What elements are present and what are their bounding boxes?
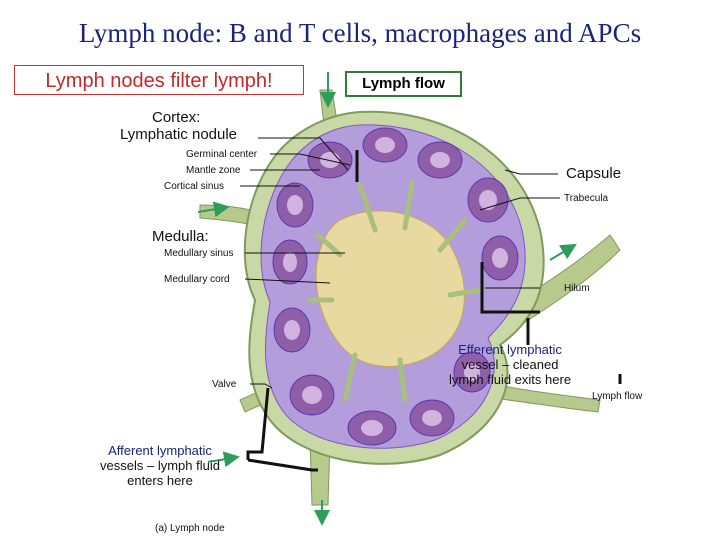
efferent-line-2: vessel – cleaned [461,357,559,372]
label-medullary-sinus: Medullary sinus [164,248,234,259]
afferent-line-2: vessels – lymph fluid [100,458,220,473]
figure-caption: (a) Lymph node [155,523,225,534]
label-efferent-vessel: Efferent lymphatic vessel – cleaned lymp… [420,342,600,387]
bracket-lines [246,150,622,472]
afferent-line-3: enters here [127,473,193,488]
label-valve: Valve [212,379,237,390]
label-mantle-zone: Mantle zone [186,165,241,176]
label-capsule: Capsule [566,165,622,182]
efferent-line-3: lymph fluid exits here [448,372,572,387]
lymph-flow-arrows [197,72,577,526]
label-medulla: Medulla: [152,228,209,245]
efferent-line-1: Efferent lymphatic [458,342,562,357]
germinal-centers [283,137,508,436]
label-lymphatic-nodule: Lymphatic nodule [120,126,238,143]
label-germinal-center: Germinal center [186,149,258,160]
label-cortex: Cortex: [152,109,201,126]
afferent-line-1: Afferent lymphatic [108,443,212,458]
label-medullary-cord: Medullary cord [164,274,230,285]
label-lymph-flow-small: Lymph flow [592,391,643,402]
medulla [315,210,465,367]
lymph-flow-box: Lymph flow [345,71,462,97]
leader-lines [240,137,560,389]
slide-title: Lymph node: B and T cells, macrophages a… [78,18,642,48]
label-cortical-sinus: Cortical sinus [164,181,225,192]
note-box: Lymph nodes filter lymph! [14,65,304,95]
label-hilum: Hilum [564,283,590,294]
trabeculae [307,180,483,403]
label-trabecula: Trabecula [564,193,609,204]
label-afferent-vessels: Afferent lymphatic vessels – lymph fluid… [70,443,250,488]
